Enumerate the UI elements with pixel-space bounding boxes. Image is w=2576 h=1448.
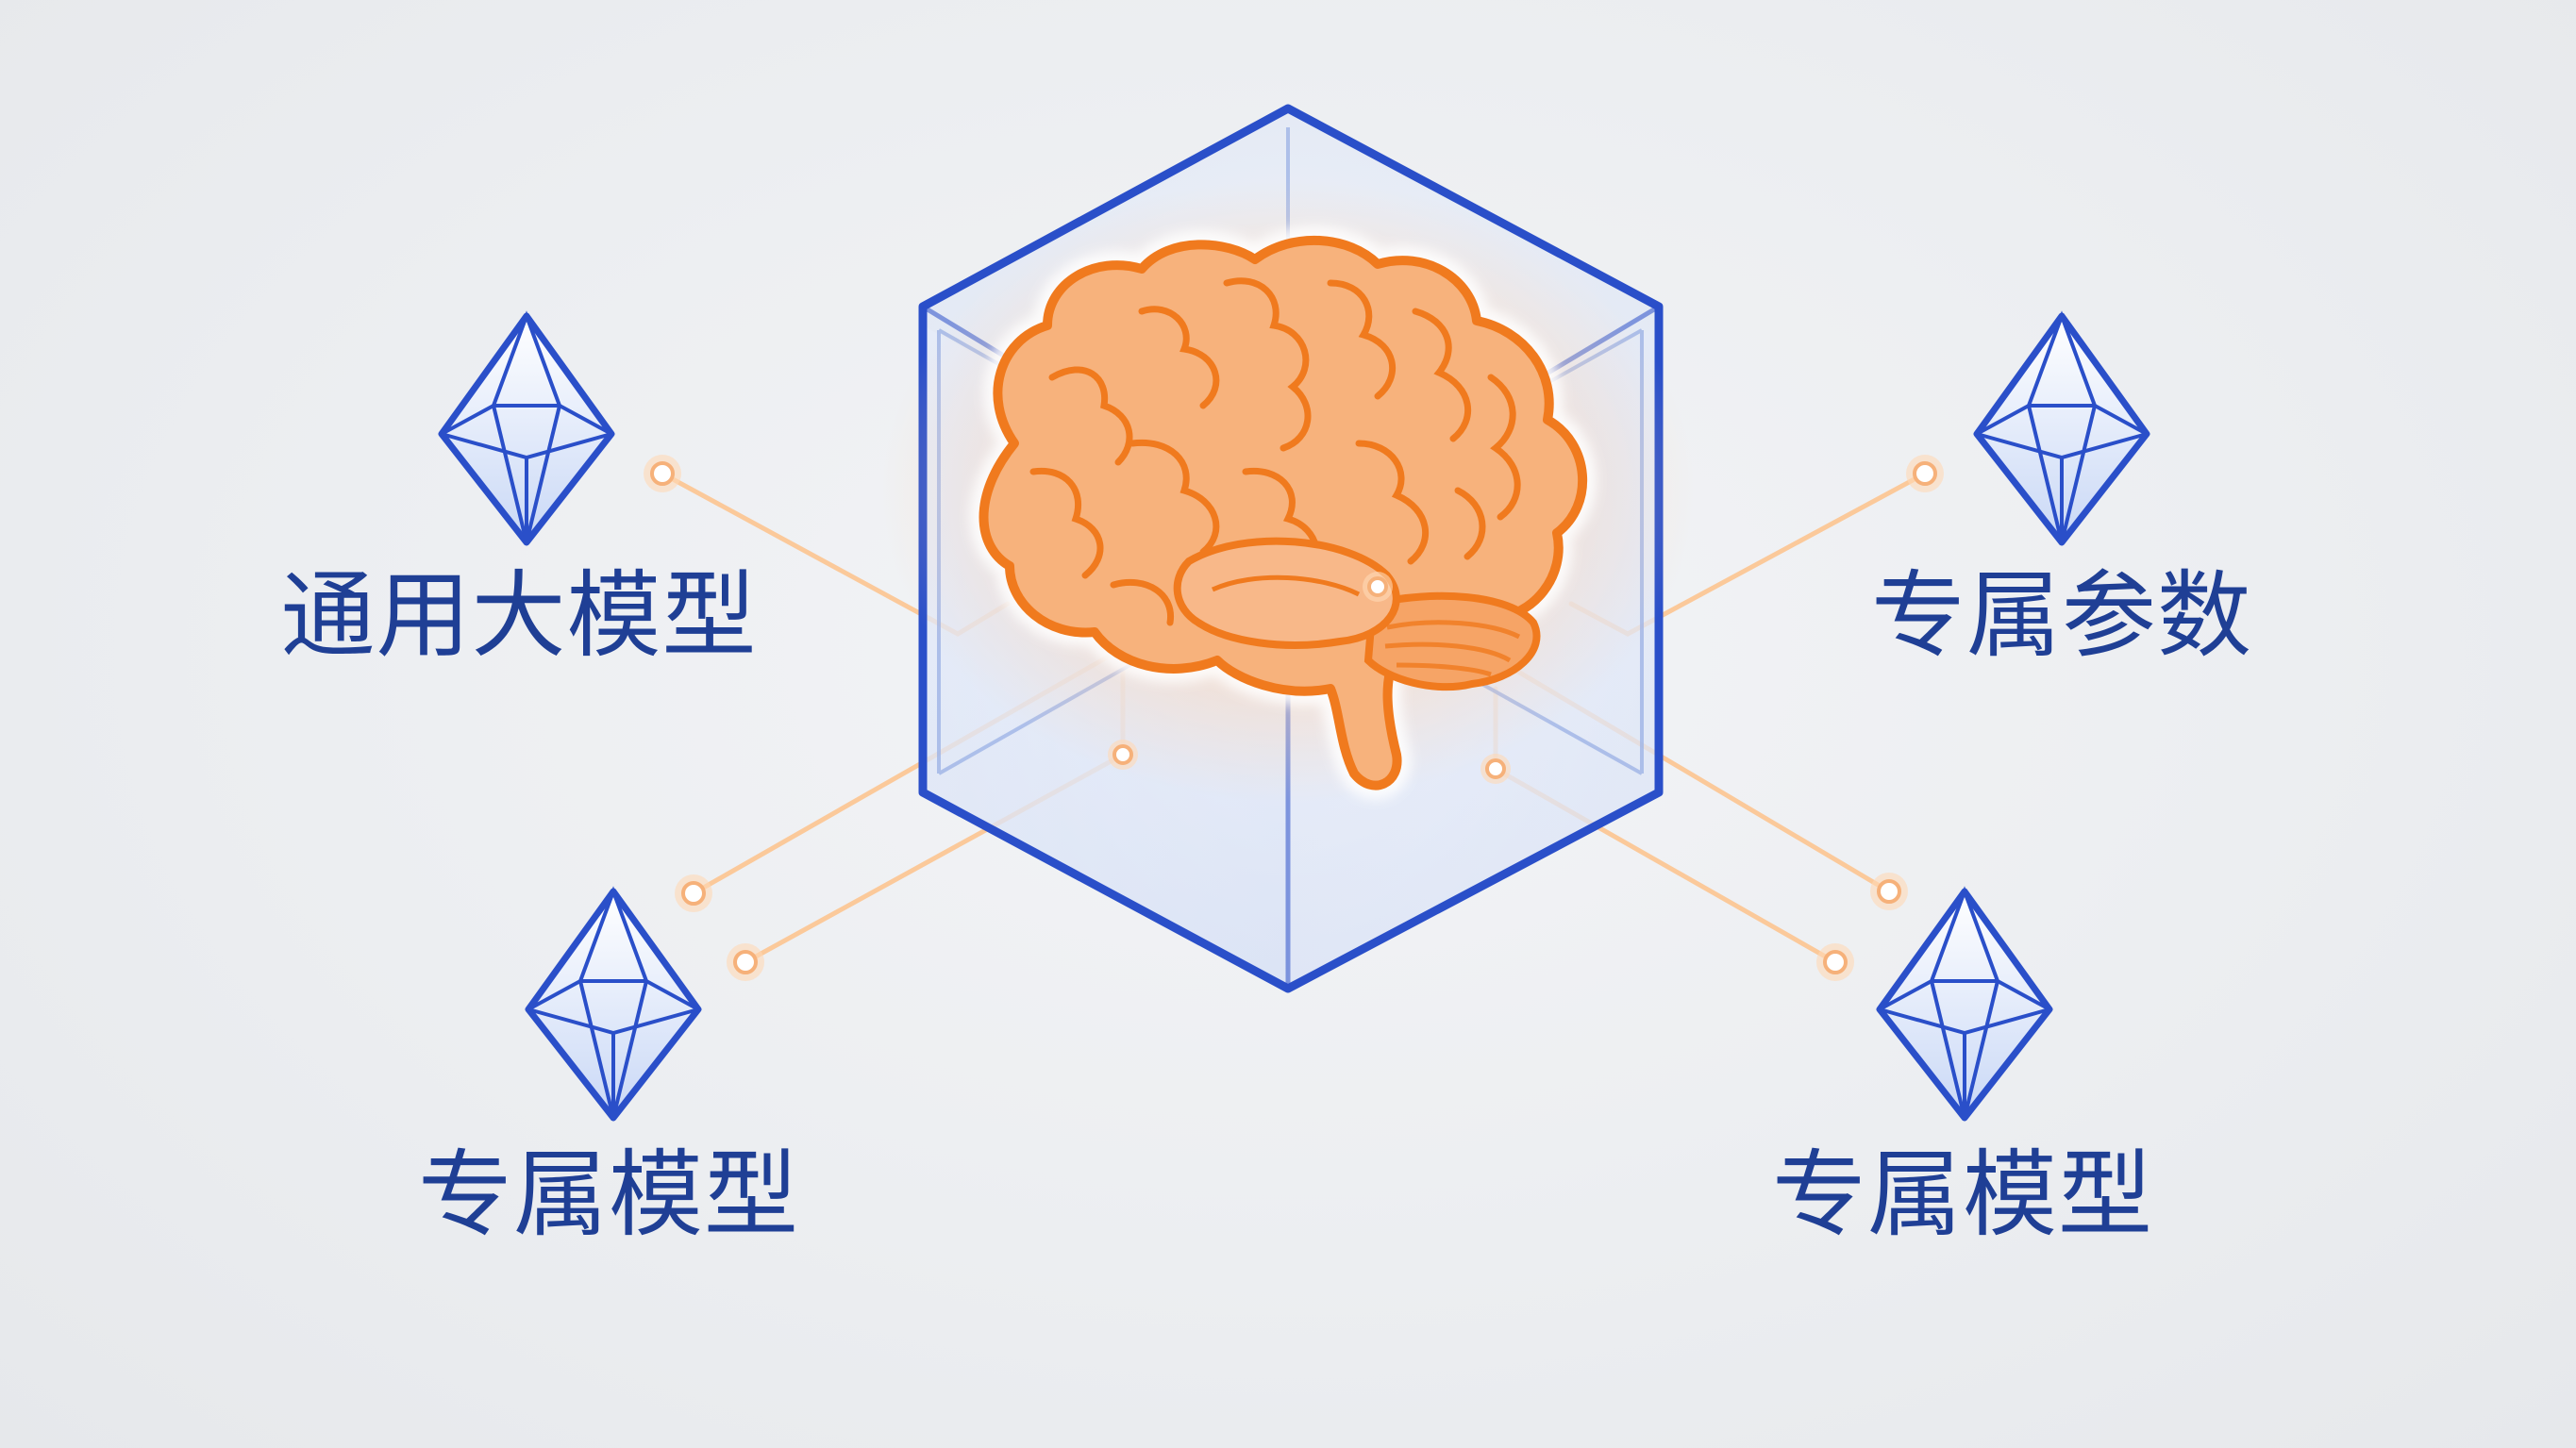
connector-nodes [644,455,1944,981]
node-dot [1363,572,1393,602]
node-dot [1480,754,1511,784]
node-dot [727,943,764,981]
brain-icon [882,179,1694,802]
node-dot [1870,873,1908,910]
node-dot [1108,740,1138,770]
label-dedicated-model-left: 专属模型 [418,1140,799,1250]
label-general-model: 通用大模型 [280,560,758,671]
node-dot [1816,943,1854,981]
crystal-icon [525,886,702,1122]
node-dot [1906,455,1944,492]
crystal-icon [1876,886,2053,1122]
node-dot [675,874,712,912]
crystal-icon [1973,310,2150,546]
crystal-icon [438,310,615,546]
node-dot [644,455,681,492]
label-dedicated-parameters: 专属参数 [1871,560,2252,671]
label-dedicated-model-right: 专属模型 [1772,1140,2153,1250]
